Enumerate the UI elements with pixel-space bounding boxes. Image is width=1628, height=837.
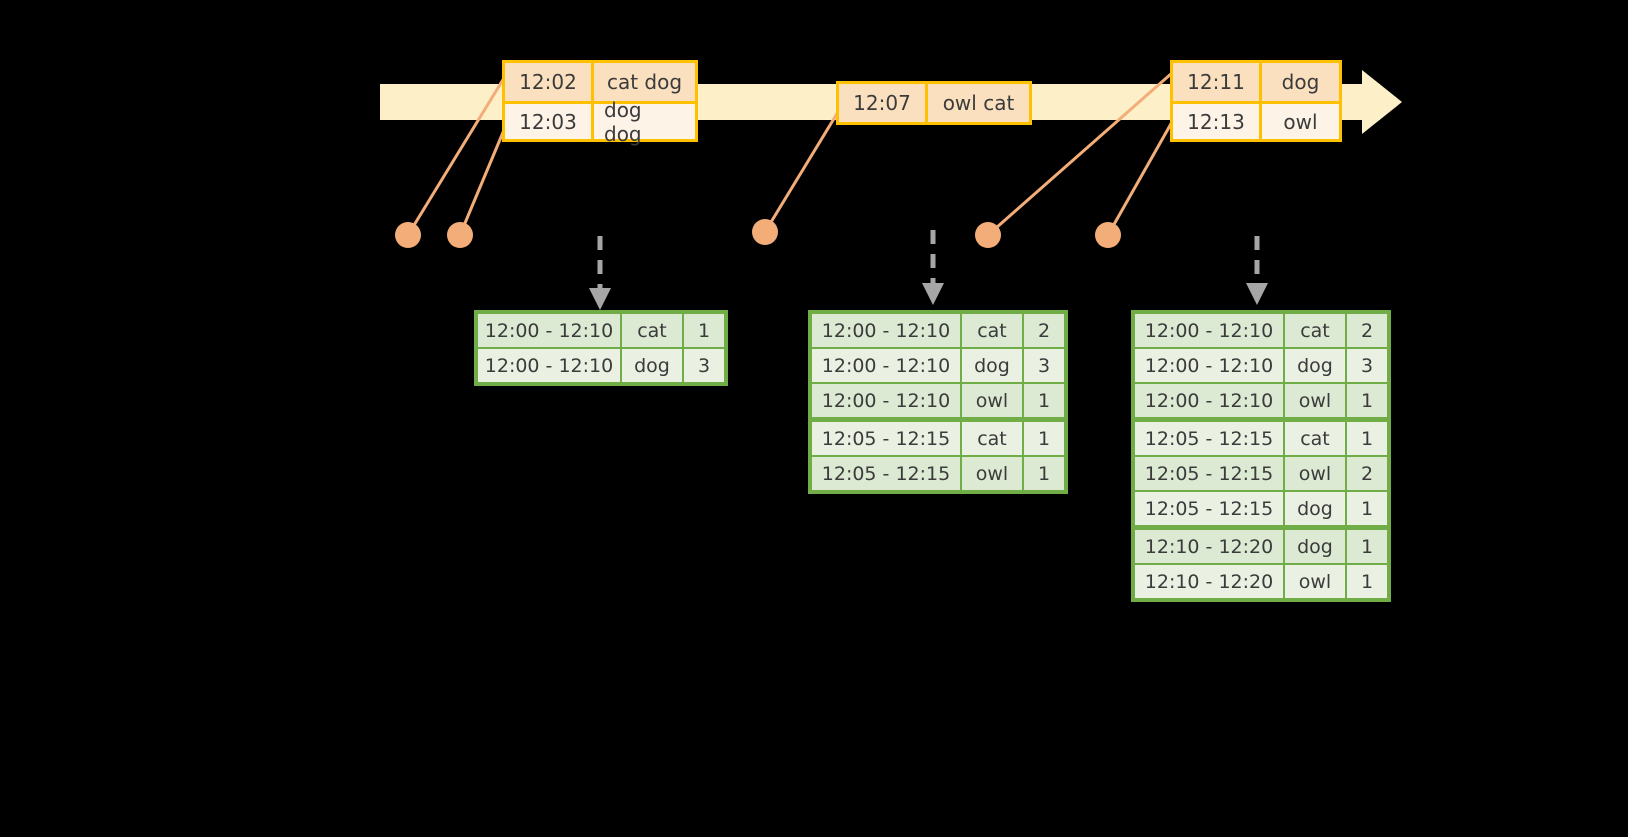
cell-window: 12:00 - 12:10 — [812, 349, 960, 382]
event-row: 12:13 owl — [1173, 101, 1339, 139]
event-row: 12:07 owl cat — [839, 84, 1029, 122]
cell-window: 12:00 - 12:10 — [1135, 384, 1283, 417]
cell-key: owl — [960, 457, 1022, 490]
event-words: owl — [1259, 104, 1339, 139]
cell-window: 12:00 - 12:10 — [1135, 314, 1283, 347]
cell-key: owl — [1283, 384, 1345, 417]
event-words: owl cat — [925, 84, 1029, 122]
cell-window: 12:05 - 12:15 — [812, 457, 960, 490]
event-group-3[interactable]: 12:11 dog 12:13 owl — [1170, 60, 1342, 142]
cell-window: 12:05 - 12:15 — [1135, 457, 1283, 490]
cell-window: 12:05 - 12:15 — [1135, 422, 1283, 455]
cell-count: 1 — [1022, 457, 1064, 490]
cell-key: cat — [620, 314, 682, 347]
cell-count: 3 — [1022, 349, 1064, 382]
connector-line-1203 — [458, 129, 506, 236]
cell-window: 12:05 - 12:15 — [1135, 492, 1283, 525]
dashed-arrow-to-table-3 — [1246, 236, 1268, 305]
cell-count: 2 — [1022, 314, 1064, 347]
cell-count: 1 — [1345, 384, 1387, 417]
cell-key: owl — [1283, 565, 1345, 598]
cell-key: dog — [1283, 530, 1345, 563]
event-dot-1213[interactable] — [1095, 222, 1121, 248]
event-dot-1203[interactable] — [447, 222, 473, 248]
cell-window: 12:10 - 12:20 — [1135, 530, 1283, 563]
cell-window: 12:05 - 12:15 — [812, 422, 960, 455]
event-row: 12:03 dog dog — [505, 98, 695, 146]
event-time: 12:07 — [839, 84, 925, 122]
cell-count: 2 — [1345, 457, 1387, 490]
cell-key: cat — [960, 422, 1022, 455]
cell-count: 1 — [1345, 422, 1387, 455]
event-words: cat dog — [591, 63, 695, 101]
event-dot-1202[interactable] — [395, 222, 421, 248]
cell-key: cat — [1283, 314, 1345, 347]
cell-count: 1 — [682, 314, 724, 347]
cell-key: cat — [960, 314, 1022, 347]
cell-window: 12:10 - 12:20 — [1135, 565, 1283, 598]
cell-window: 12:00 - 12:10 — [478, 349, 620, 382]
event-time: 12:13 — [1173, 104, 1259, 139]
cell-window: 12:00 - 12:10 — [812, 314, 960, 347]
event-group-2[interactable]: 12:07 owl cat — [836, 81, 1032, 125]
event-dot-1211[interactable] — [975, 222, 1001, 248]
event-time: 12:02 — [505, 63, 591, 101]
cell-window: 12:00 - 12:10 — [812, 384, 960, 417]
event-row: 12:02 cat dog — [505, 63, 695, 101]
event-words: dog — [1259, 63, 1339, 101]
cell-key: dog — [1283, 492, 1345, 525]
cell-count: 2 — [1345, 314, 1387, 347]
cell-key: cat — [1283, 422, 1345, 455]
cell-count: 1 — [1345, 565, 1387, 598]
event-group-1[interactable]: 12:02 cat dog 12:03 dog dog — [502, 60, 698, 146]
cell-count: 1 — [1345, 492, 1387, 525]
event-time: 12:03 — [505, 104, 591, 139]
connector-line-1213 — [1106, 121, 1174, 236]
cell-key: dog — [620, 349, 682, 382]
cell-key: owl — [960, 384, 1022, 417]
cell-key: dog — [1283, 349, 1345, 382]
cell-count: 1 — [1022, 422, 1064, 455]
cell-count: 1 — [1345, 530, 1387, 563]
event-words: dog dog — [591, 98, 695, 146]
cell-window: 12:00 - 12:10 — [478, 314, 620, 347]
cell-key: dog — [960, 349, 1022, 382]
event-row: 12:11 dog — [1173, 63, 1339, 101]
cell-count: 3 — [682, 349, 724, 382]
dashed-arrow-to-table-1 — [589, 236, 611, 310]
cell-key: owl — [1283, 457, 1345, 490]
cell-window: 12:00 - 12:10 — [1135, 349, 1283, 382]
cell-count: 1 — [1022, 384, 1064, 417]
connector-line-1207 — [763, 111, 840, 233]
cell-count: 3 — [1345, 349, 1387, 382]
dashed-arrow-to-table-2 — [922, 230, 944, 305]
event-time: 12:11 — [1173, 63, 1259, 101]
event-dot-1207[interactable] — [752, 219, 778, 245]
